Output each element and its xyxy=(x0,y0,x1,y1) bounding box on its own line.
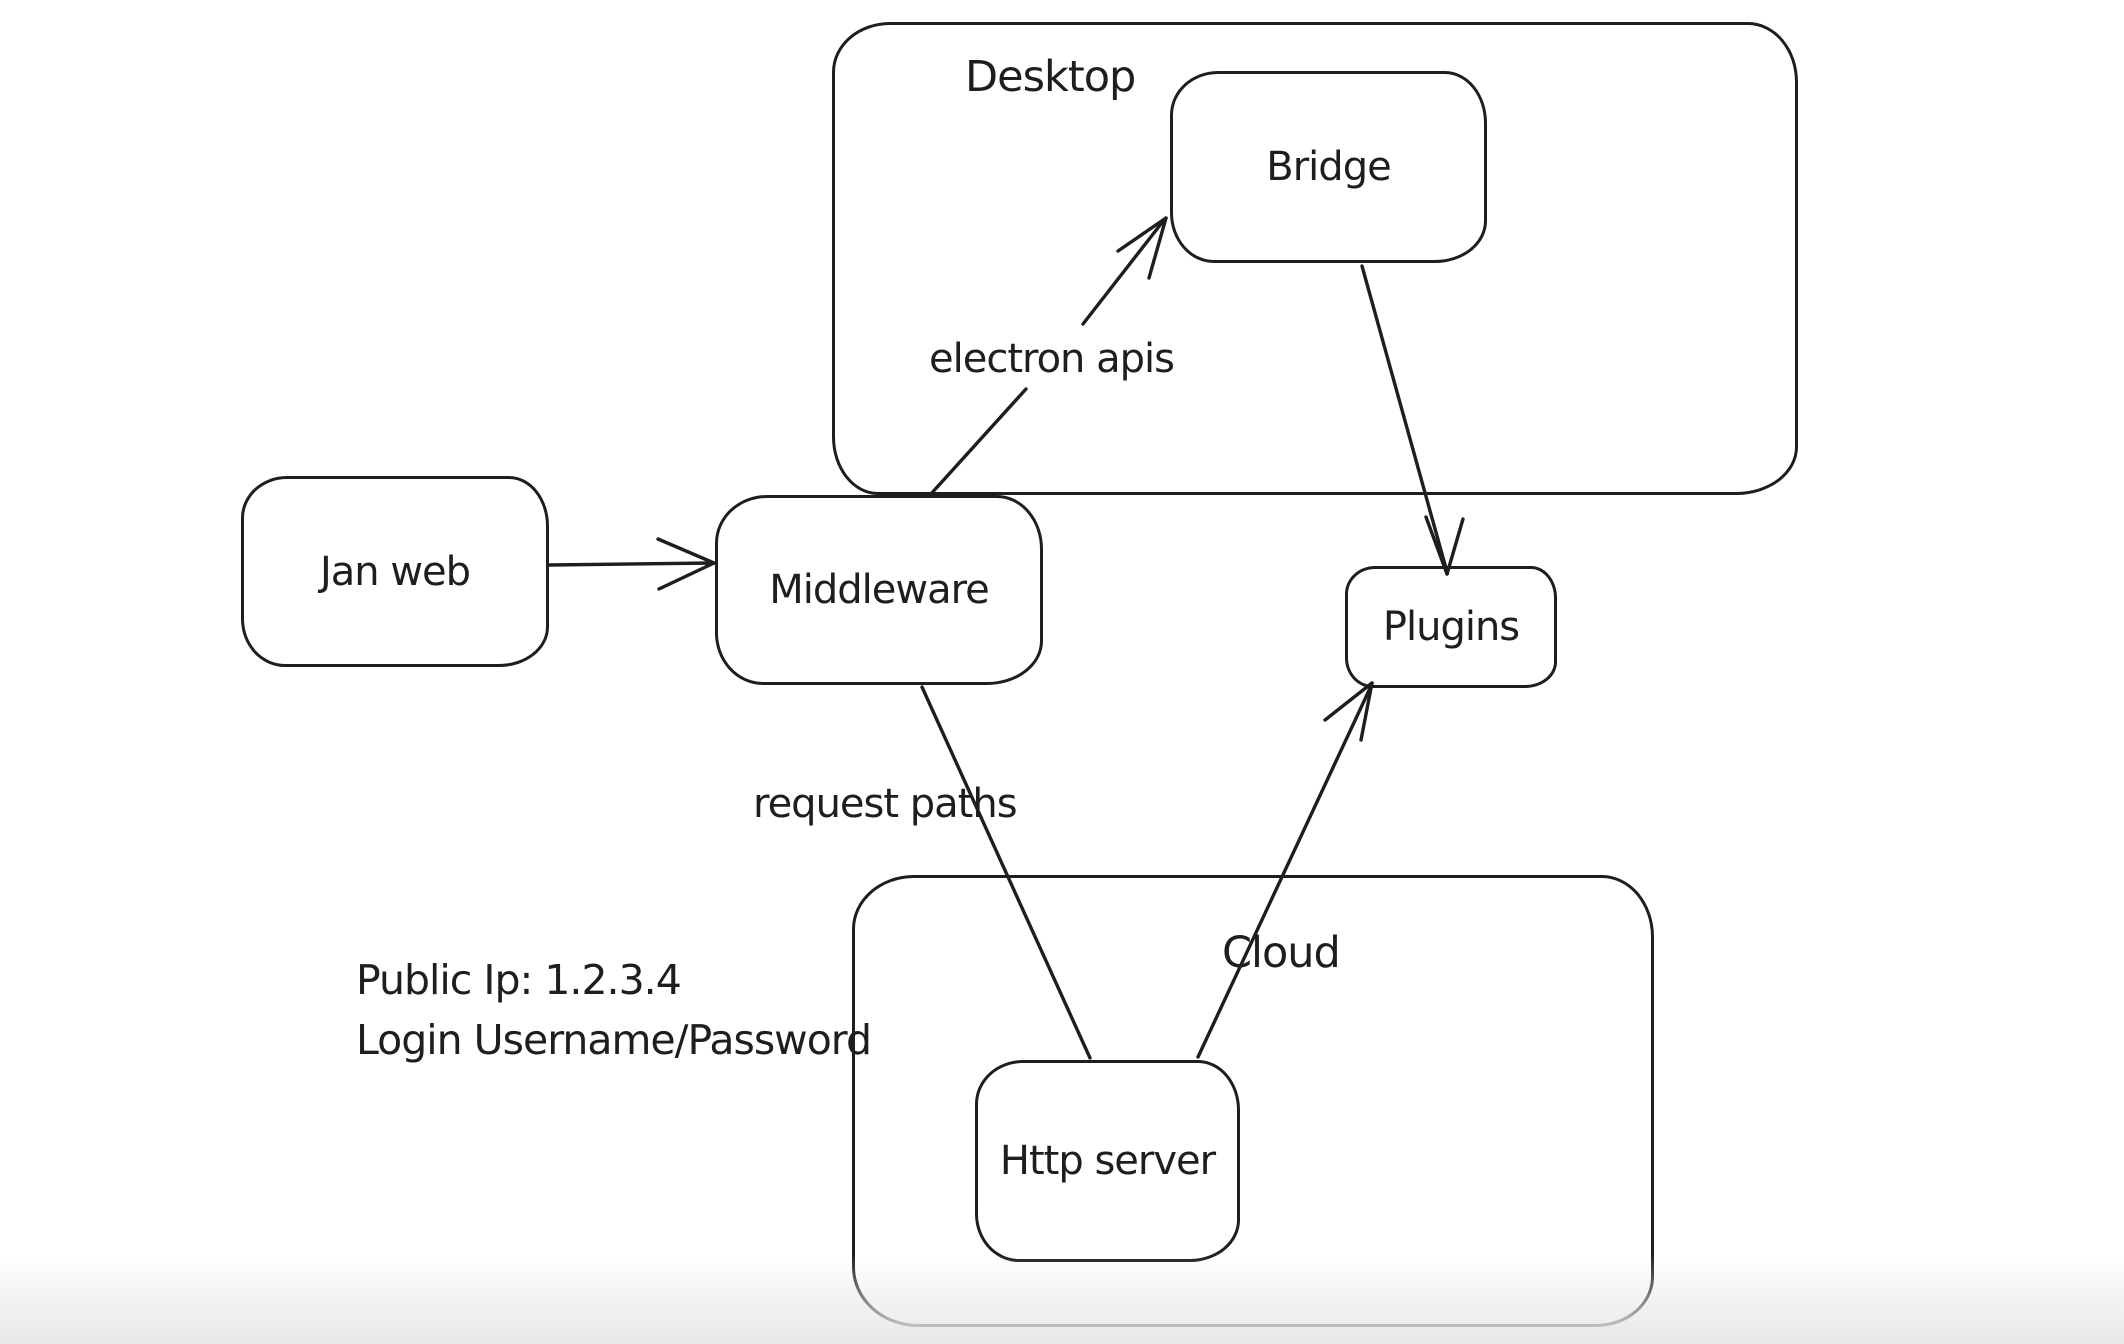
node-middleware-label: Middleware xyxy=(769,567,990,613)
annotation-credentials[interactable]: Public Ip: 1.2.3.4 Login Username/Passwo… xyxy=(356,950,872,1070)
node-plugins[interactable]: Plugins xyxy=(1345,566,1557,688)
node-jan-web-label: Jan web xyxy=(319,548,471,595)
window-bottom-edge xyxy=(0,1254,2124,1344)
node-http-server-label: Http server xyxy=(999,1138,1216,1184)
node-jan-web[interactable]: Jan web xyxy=(241,476,549,667)
node-bridge[interactable]: Bridge xyxy=(1170,71,1487,263)
annotation-line-public-ip: Public Ip: 1.2.3.4 xyxy=(356,956,682,1004)
container-cloud-label[interactable]: Cloud xyxy=(1222,928,1341,978)
node-http-server[interactable]: Http server xyxy=(975,1060,1240,1262)
container-desktop-label[interactable]: Desktop xyxy=(965,52,1136,102)
node-plugins-label: Plugins xyxy=(1382,604,1520,650)
edge-label-electron-apis[interactable]: electron apis xyxy=(929,336,1175,382)
edge-label-request-paths[interactable]: request paths xyxy=(753,781,1018,827)
container-desktop[interactable] xyxy=(832,22,1798,495)
edge-janweb-to-middleware[interactable] xyxy=(547,537,716,591)
node-bridge-label: Bridge xyxy=(1266,144,1391,190)
node-middleware[interactable]: Middleware xyxy=(715,495,1043,685)
annotation-line-login: Login Username/Password xyxy=(356,1016,872,1064)
